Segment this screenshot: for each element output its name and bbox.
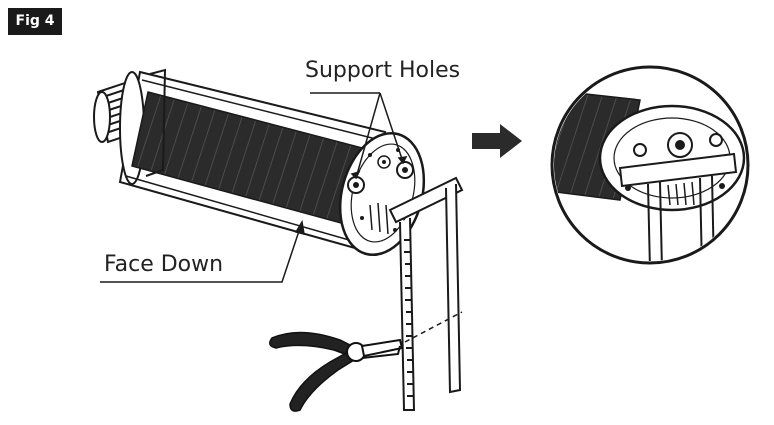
arrow-right-icon	[472, 124, 522, 158]
cut-guide-line	[404, 311, 463, 343]
face-down-leader	[100, 219, 305, 283]
pliers-icon	[269, 331, 404, 412]
support-holes-leader	[310, 92, 408, 180]
figure-label: Fig 4	[8, 8, 62, 35]
face-down-label: Face Down	[104, 252, 224, 277]
support-holes-label: Support Holes	[305, 58, 461, 83]
lamp-body	[93, 68, 426, 257]
mounting-bracket	[388, 176, 464, 411]
magnifier-circle-icon	[550, 65, 750, 265]
